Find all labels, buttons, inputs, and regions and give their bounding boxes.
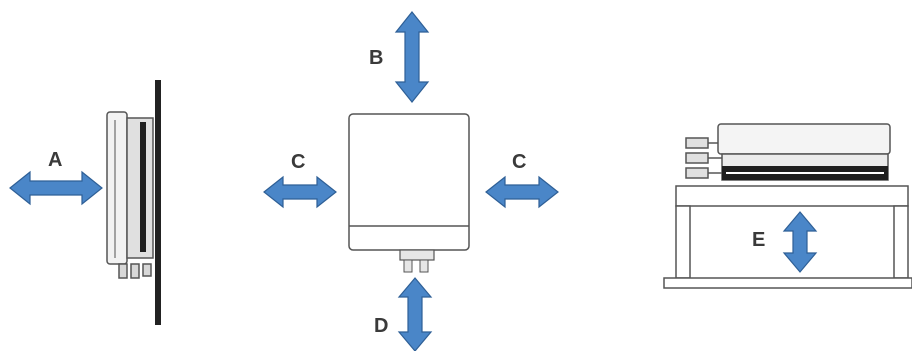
inverter-side — [106, 111, 154, 279]
wall — [155, 80, 161, 325]
label-e: E — [752, 229, 765, 251]
arrow-e — [782, 211, 818, 273]
arrow-a — [9, 170, 103, 206]
stand-view: E — [663, 123, 912, 289]
arrow-c-right — [485, 175, 559, 209]
label-d: D — [374, 315, 388, 337]
stand — [663, 185, 912, 289]
label-b: B — [369, 47, 383, 69]
inverter-front — [348, 113, 470, 273]
label-a: A — [48, 149, 62, 171]
label-c-right: C — [512, 151, 526, 173]
arrow-c-left — [263, 175, 337, 209]
arrow-b — [394, 11, 430, 103]
inverter-horizontal — [685, 123, 891, 181]
label-c-left: C — [291, 151, 305, 173]
side-view: A — [9, 80, 161, 325]
front-view: B C C D — [263, 11, 559, 351]
arrow-d — [397, 277, 433, 351]
